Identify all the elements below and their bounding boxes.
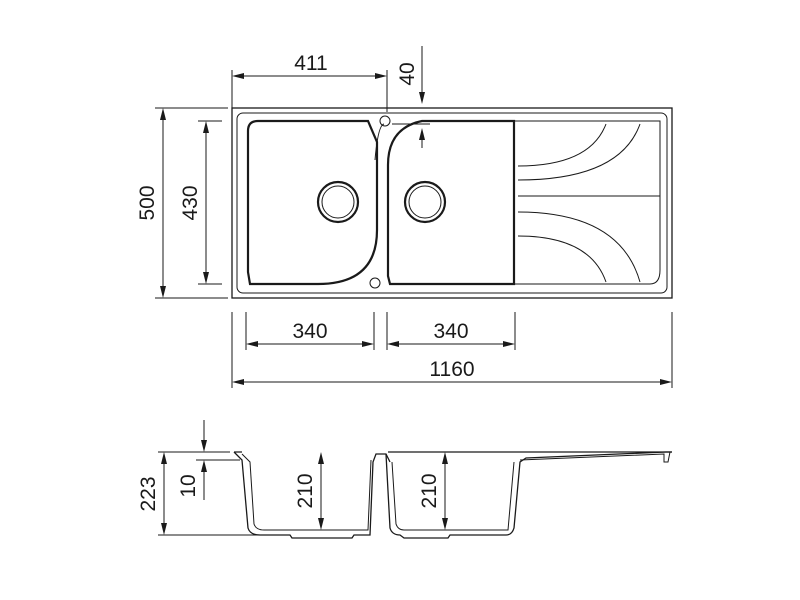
dim-210-left-label: 210 bbox=[294, 473, 317, 508]
tap-hole-bottom bbox=[369, 277, 381, 289]
sink-inner-rim bbox=[236, 112, 668, 294]
dim-223: 223 bbox=[137, 451, 288, 536]
right-bowl bbox=[386, 119, 516, 286]
dim-40: 40 bbox=[392, 46, 430, 148]
dim-340-right: 340 bbox=[386, 312, 516, 350]
dim-500: 500 bbox=[136, 107, 228, 299]
section-drainer bbox=[519, 451, 671, 463]
dim-411: 411 bbox=[231, 52, 388, 112]
dim-430: 430 bbox=[179, 120, 222, 285]
dim-10: 10 bbox=[177, 420, 240, 500]
section-left-bowl-inner bbox=[241, 453, 372, 531]
dim-210-left: 210 bbox=[294, 452, 324, 530]
dim-340-left-label: 340 bbox=[292, 320, 327, 343]
dim-1160-label: 1160 bbox=[429, 358, 474, 381]
tap-hole-top bbox=[379, 115, 391, 127]
right-drain bbox=[403, 180, 447, 224]
section-right-bowl-outer bbox=[385, 451, 672, 539]
dim-430-label: 430 bbox=[179, 185, 202, 220]
left-bowl bbox=[246, 119, 379, 286]
dim-411-label: 411 bbox=[294, 52, 327, 75]
dim-10-label: 10 bbox=[177, 474, 200, 497]
bowl-divider-arc bbox=[374, 123, 385, 161]
dim-340-right-label: 340 bbox=[433, 320, 468, 343]
dim-340-left: 340 bbox=[245, 312, 375, 350]
sink-outline bbox=[231, 107, 673, 299]
left-drain bbox=[316, 180, 360, 224]
dim-500-label: 500 bbox=[136, 185, 159, 220]
dim-210-right: 210 bbox=[418, 452, 448, 530]
top-view: 411 40 500 430 bbox=[136, 46, 673, 388]
dim-40-label: 40 bbox=[396, 62, 419, 85]
dim-223-label: 223 bbox=[137, 476, 160, 511]
section-view: 223 10 210 210 bbox=[137, 420, 672, 539]
dim-210-right-label: 210 bbox=[418, 473, 441, 508]
drainer-board bbox=[514, 120, 661, 285]
section-right-bowl-inner bbox=[391, 461, 515, 531]
dim-1160: 1160 bbox=[231, 312, 673, 388]
